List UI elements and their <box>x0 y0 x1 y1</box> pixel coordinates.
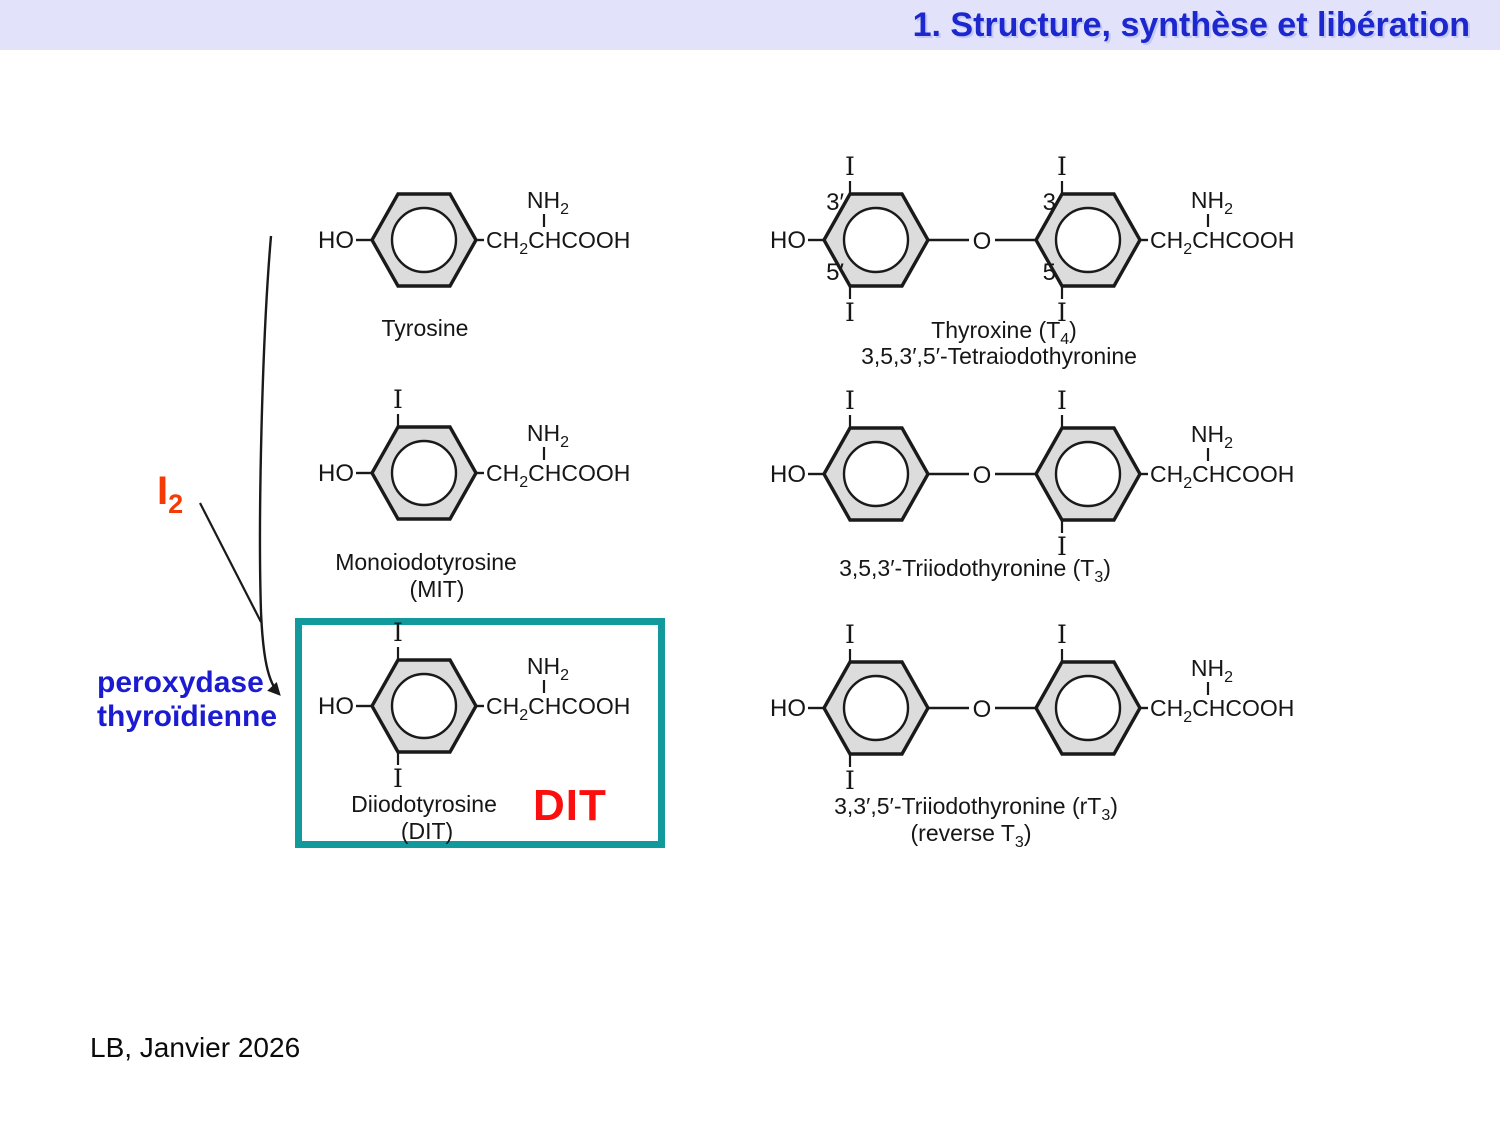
sidechain-formula: CH2CHCOOH <box>486 227 630 258</box>
molecule-caption: 3,3′,5′-Triiodothyronine (rT3) <box>834 793 1118 824</box>
molecule-caption: (DIT) <box>401 818 453 844</box>
iodine-atom: I <box>393 618 403 647</box>
molecule-caption: Diiodotyrosine <box>351 791 497 817</box>
hydroxyl-label: HO <box>318 460 354 487</box>
iodine-atom: I <box>845 152 855 181</box>
synthesis-arrow <box>258 235 281 696</box>
iodine-atom: I <box>845 766 855 795</box>
ring-position-label: 5 <box>1043 259 1056 286</box>
sidechain-formula: CH2CHCOOH <box>1150 461 1294 492</box>
aromatic-circle <box>1054 206 1122 274</box>
molecule-caption: (reverse T3) <box>911 820 1032 851</box>
hydroxyl-label: HO <box>770 461 806 488</box>
amine-label: NH2 <box>1191 655 1233 686</box>
amine-label: NH2 <box>1191 421 1233 452</box>
iodine-atom: I <box>1057 532 1067 561</box>
hydroxyl-label: HO <box>770 227 806 254</box>
enzyme-label-line1: peroxydase <box>97 666 264 699</box>
amine-label: NH2 <box>527 187 569 218</box>
molecule-caption: Monoiodotyrosine <box>335 549 517 575</box>
dit-highlight-box <box>295 618 665 848</box>
aromatic-circle <box>1054 440 1122 508</box>
ring-position-label: 3 <box>1043 189 1056 216</box>
iodine-atom: I <box>393 764 403 793</box>
molecule-caption: 3,5,3′,5′-Tetraiodothyronine <box>861 343 1137 369</box>
ether-oxygen-label: O <box>973 228 992 255</box>
slide-title: 1. Structure, synthèse et libération <box>912 5 1470 44</box>
iodine-atom: I <box>845 298 855 327</box>
aromatic-circle <box>390 672 458 740</box>
molecule-triiodothyronine-t3: HO I I I O CH2CHCOOH NH2 3,5,3′-Triiodothyronin… <box>770 386 1294 586</box>
iodine-addition-line <box>199 502 262 623</box>
sidechain-formula: CH2CHCOOH <box>1150 227 1294 258</box>
hydroxyl-label: HO <box>318 693 354 720</box>
amine-label: NH2 <box>527 653 569 684</box>
molecule-caption: (MIT) <box>410 576 465 602</box>
sidechain-formula: CH2CHCOOH <box>486 693 630 724</box>
iodine-atom: I <box>1057 298 1067 327</box>
molecule-caption: 3,5,3′-Triiodothyronine (T3) <box>839 555 1111 586</box>
aromatic-circle <box>842 206 910 274</box>
iodine-atom: I <box>1057 620 1067 649</box>
iodine-atom: I <box>393 385 403 414</box>
hydroxyl-label: HO <box>318 227 354 254</box>
iodine-atom: I <box>845 620 855 649</box>
iodine-subscript: 2 <box>168 489 184 519</box>
aromatic-circle <box>1054 674 1122 742</box>
molecule-caption: Tyrosine <box>382 315 469 341</box>
iodine-atom: I <box>1057 386 1067 415</box>
ring-position-label: 3′ <box>826 189 844 216</box>
aromatic-circle <box>390 439 458 507</box>
iodine-symbol: I <box>157 469 169 513</box>
ring-position-label: 5′ <box>826 259 844 286</box>
credit-text: LB, Janvier 2026 <box>90 1032 301 1063</box>
molecule-reverse-t3: HO I I I O CH2CHCOOH NH2 3,3′,5′-Triiodothyroni… <box>770 620 1294 851</box>
enzyme-label: peroxydase thyroïdienne <box>97 666 277 734</box>
aromatic-circle <box>842 440 910 508</box>
ether-oxygen-label: O <box>973 462 992 489</box>
title-bar: 1. Structure, synthèse et libération <box>0 0 1500 50</box>
sidechain-formula: CH2CHCOOH <box>1150 695 1294 726</box>
sidechain-formula: CH2CHCOOH <box>486 460 630 491</box>
reaction-arrows <box>199 235 281 696</box>
iodine-atom: I <box>845 386 855 415</box>
amine-label: NH2 <box>1191 187 1233 218</box>
iodine-atom: I <box>1057 152 1067 181</box>
aromatic-circle <box>842 674 910 742</box>
iodine-reagent-label: I2 <box>157 471 183 518</box>
aromatic-circle <box>390 206 458 274</box>
ether-oxygen-label: O <box>973 696 992 723</box>
dit-highlight-label: DIT <box>533 781 607 830</box>
enzyme-label-line2: thyroïdienne <box>97 700 278 733</box>
hydroxyl-label: HO <box>770 695 806 722</box>
amine-label: NH2 <box>527 420 569 451</box>
molecule-caption: Thyroxine (T4) <box>931 317 1077 348</box>
